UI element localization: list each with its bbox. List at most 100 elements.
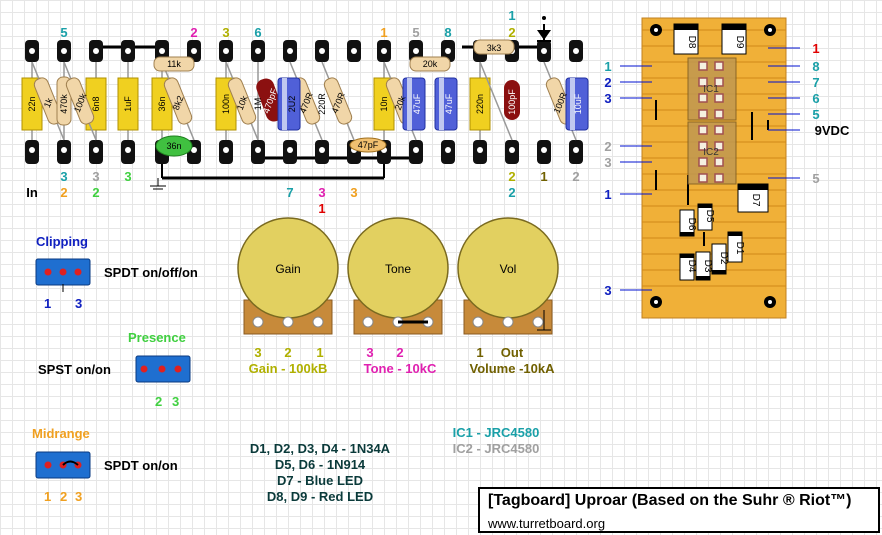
svg-text:5: 5 [812,107,819,122]
tone-pot-label: Tone [385,262,411,276]
svg-text:2: 2 [155,394,162,409]
svg-text:IC2: IC2 [703,147,719,158]
svg-text:1: 1 [540,169,547,184]
component-values: 22n 1k 470k 100k 6n8 1uF 36n 8k2 11k 36n… [27,43,583,151]
cap-6n8: 6n8 [91,96,101,111]
cap-47uf-b: 47uF [444,93,454,114]
svg-text:3: 3 [75,489,82,504]
svg-text:D7: D7 [750,194,761,207]
svg-text:2: 2 [92,185,99,200]
top-num: 2 [190,25,197,40]
svg-text:3: 3 [604,155,611,170]
top-num: 1 [380,25,387,40]
top-num: 2 [508,25,515,40]
svg-text:3: 3 [604,283,611,298]
svg-text:D1, D2, D3, D4 - 1N34A: D1, D2, D3, D4 - 1N34A [250,441,391,456]
midrange-title: Midrange [32,426,90,441]
vol-pot-label: Vol [500,262,517,276]
switches [35,258,191,479]
svg-text:D8, D9 - Red LED: D8, D9 - Red LED [267,489,373,504]
svg-text:D2: D2 [718,252,729,265]
svg-text:3: 3 [124,169,131,184]
svg-text:1: 1 [318,201,325,216]
svg-text:2: 2 [284,345,291,360]
top-num: 6 [254,25,261,40]
site-url[interactable]: www.turretboard.org [488,516,606,531]
svg-text:6: 6 [812,91,819,106]
svg-text:D8: D8 [686,36,697,49]
top-num: 5 [412,25,419,40]
res-1k: 1k [42,96,55,109]
top-num: 3 [222,25,229,40]
svg-text:3: 3 [350,185,357,200]
cap-220n: 220n [475,94,485,114]
svg-text:3: 3 [60,169,67,184]
svg-text:D9: D9 [734,36,745,49]
diagram-title: [Tagboard] Uproar (Based on the Suhr ® R… [488,492,852,509]
res-470k: 470k [59,94,69,114]
svg-text:2: 2 [508,185,515,200]
res-11k: 11k [167,59,181,69]
svg-text:D1: D1 [734,242,745,255]
vol-spec: Volume -10kA [469,361,555,376]
svg-text:2: 2 [396,345,403,360]
ic-list: IC1 - JRC4580 IC2 - JRC4580 [453,425,540,456]
svg-text:D5, D6 - 1N914: D5, D6 - 1N914 [275,457,366,472]
svg-text:IC2 - JRC4580: IC2 - JRC4580 [453,441,540,456]
cap-2u2: 2U2 [287,96,297,113]
svg-text:1: 1 [476,345,483,360]
svg-text:D5: D5 [704,210,715,223]
svg-text:D4: D4 [686,260,697,273]
pot-pin-labels: 3 2 1 3 2 1 Out Gain - 100kB Tone - 10kC… [249,345,555,376]
svg-text:3: 3 [75,296,82,311]
potentiometers [237,217,559,335]
svg-text:3: 3 [318,185,325,200]
tone-spec: Tone - 10kC [364,361,437,376]
cap-22n: 22n [27,96,37,111]
svg-text:3: 3 [254,345,261,360]
top-number-labels: 5 2 3 6 1 5 8 1 2 [60,8,515,40]
cap-100n: 100n [221,94,231,114]
board-labels: 1 2 3 2 3 1 3 1 8 7 6 5 9VDC 5 [604,41,850,298]
svg-text:3: 3 [172,394,179,409]
top-num: 8 [444,25,451,40]
pot-labels: Gain Tone Vol [275,262,516,276]
svg-text:2: 2 [508,169,515,184]
presence-title: Presence [128,330,186,345]
top-num: 5 [60,25,67,40]
cap-47uf-a: 47uF [412,93,422,114]
res-1m: 1M [253,98,263,111]
svg-text:8: 8 [812,59,819,74]
svg-text:1: 1 [812,41,819,56]
clipping-type: SPDT on/off/on [104,265,198,280]
cap-10n: 10n [379,96,389,111]
svg-text:Out: Out [501,345,524,360]
clipping-title: Clipping [36,234,88,249]
cap-100pf: 100pF [507,89,517,115]
gain-pot-label: Gain [275,262,300,276]
board-part-labels: IC1 IC2 D8 D9 D7 D5 D6 D1 D2 D3 D4 [686,36,761,273]
svg-text:7: 7 [812,75,819,90]
in-label: In [26,185,38,200]
svg-text:9VDC: 9VDC [815,123,850,138]
svg-text:5: 5 [812,171,819,186]
svg-text:2: 2 [604,139,611,154]
switch-labels: Clipping SPDT on/off/on 1 3 Presence SPS… [32,234,198,504]
top-num: 1 [508,8,515,23]
svg-text:3: 3 [92,169,99,184]
svg-text:3: 3 [604,91,611,106]
parts-list: D1, D2, D3, D4 - 1N34A D5, D6 - 1N914 D7… [250,441,391,504]
svg-text:2: 2 [60,185,67,200]
turret-strip [21,16,589,190]
presence-type: SPST on/on [38,362,111,377]
midrange-type: SPDT on/on [104,458,178,473]
svg-text:1: 1 [316,345,323,360]
cap-1uf: 1uF [123,96,133,112]
svg-text:2: 2 [60,489,67,504]
svg-text:IC1: IC1 [703,84,719,95]
cap-36n-b: 36n [166,141,181,151]
svg-text:D6: D6 [686,218,697,231]
gain-spec: Gain - 100kB [249,361,328,376]
cap-47pf: 47pF [358,140,379,150]
